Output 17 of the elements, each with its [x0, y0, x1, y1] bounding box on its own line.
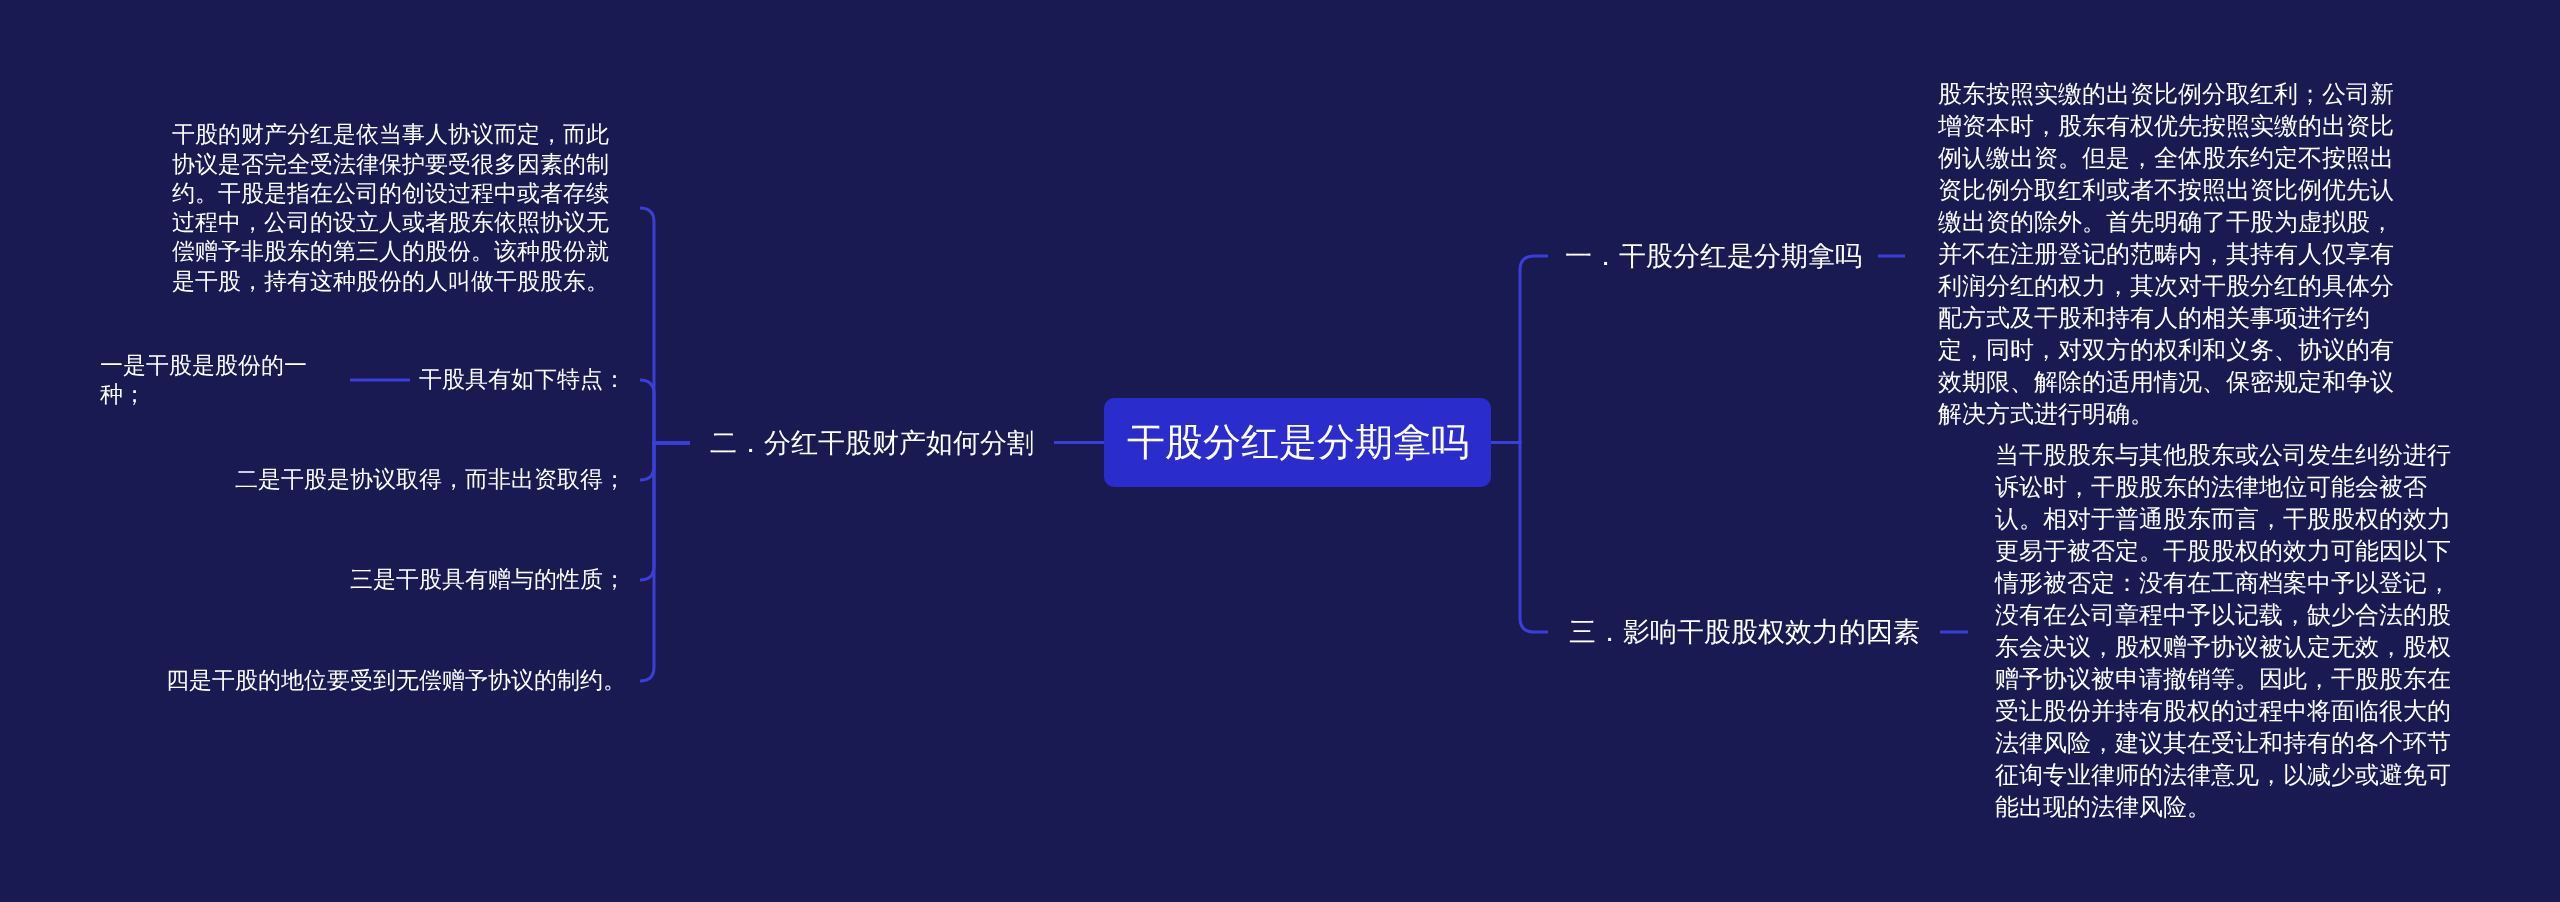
detail-text: 干股的财产分红是依当事人协议而定，而此协议是否完全受法律保护要受很多因素的制约。干股是指在公司的创设过程中或者存续过程中，公司的设立人或者股东依照协议无偿赠予非股东的第三人的股份。该种股份就是干股，持有这种股份的人叫做干股股东。 [172, 120, 610, 296]
detail-text: 四是干股的地位要受到无偿赠予协议的制约。 [166, 666, 626, 696]
detail-text: 股东按照实缴的出资比例分取红利；公司新增资本时，股东有权优先按照实缴的出资比例认缴出资。但是，全体股东约定不按照出资比例分取红利或者不按照出资比例优先认缴出资的除外。首先明确了干股为虚拟股，并不在注册登记的范畴内，其持有人仅享有利润分红的权力，其次对干股分红的具体分配方式及干股和持有人的相关事项进行约定，同时，对双方的权利和义务、协议的有效期限、解除的适用情况、保密规定和争议解决方式进行明确。 [1938, 79, 2395, 430]
branch-topic: 一．干股分红是分期拿吗 [1564, 239, 1862, 273]
detail-text: 三是干股具有赠与的性质； [350, 565, 626, 595]
branch-topic: 三．影响干股股权效力的因素 [1568, 615, 1920, 649]
connector-line [1940, 630, 1968, 634]
detail-text: 当干股股东与其他股东或公司发生纠纷进行诉讼时，干股股东的法律地位可能会被否认。相对于普通股东而言，干股股权的效力更易于被否定。干股股权的效力可能因以下情形被否定：没有在工商档案中予以登记，没有在公司章程中予以记载，缺少合法的股东会决议，股权赠予协议被认定无效，股权赠予协议被申请撤销等。因此，干股股东在受让股份并持有股权的过程中将面临很大的法律风险，建议其在受让和持有的各个环节征询专业律师的法律意见，以减少或避免可能出现的法律风险。 [1995, 440, 2452, 823]
connector-line [350, 378, 410, 382]
detail-text: 二是干股是协议取得，而非出资取得； [235, 465, 626, 495]
detail-text: 干股具有如下特点： [419, 365, 626, 395]
connector-line [638, 441, 690, 683]
branch-topic: 二．分红干股财产如何分割 [710, 426, 1034, 460]
detail-text: 一是干股是股份的一种； [100, 350, 308, 409]
central-topic-box: 干股分红是分期拿吗 [1104, 398, 1491, 487]
connector-line [1878, 254, 1905, 258]
connector-line [1054, 441, 1104, 444]
